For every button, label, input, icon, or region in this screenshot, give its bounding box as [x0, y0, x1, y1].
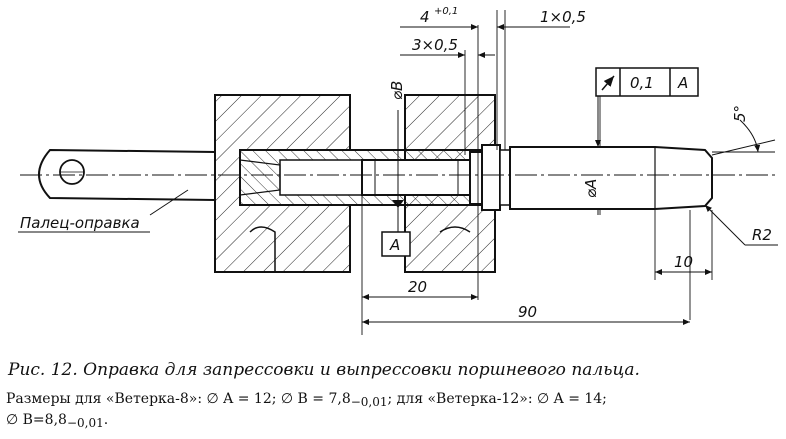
extension-lines: [361, 10, 713, 335]
size-note-end: .: [103, 412, 109, 428]
tolerance-datum: A: [677, 74, 688, 92]
dim-1x05-label: 1×0,5: [540, 8, 586, 26]
size-note-12-b: ∅ B=8,8: [6, 412, 67, 428]
datum-box: [381, 231, 411, 257]
mandrel-drawing: 4 +0,1 1×0,5 3×0,5 ⌀B ⌀A 0,1 A A 5° 20 1…: [18, 6, 778, 335]
size-note-line-1: Размеры для «Ветерка-8»: ∅ A = 12; ∅ B =…: [6, 391, 782, 409]
dim-4-tolerance: +0,1: [434, 6, 458, 17]
size-note-8: Размеры для «Ветерка-8»: ∅ A = 12; ∅ B =…: [6, 391, 351, 407]
size-note-12-tolerance: −0,01: [66, 416, 104, 430]
dim-3x05-label: 3×0,5: [412, 36, 458, 54]
dim-10-label: 10: [674, 253, 693, 271]
dim-90-label: 90: [518, 303, 537, 321]
datum-a-label: A: [389, 236, 400, 254]
angle-label: 5°: [731, 105, 749, 122]
size-note-line-2: ∅ B=8,8−0,01.: [6, 412, 782, 430]
mandrel-body: [469, 144, 713, 211]
figure-caption: Рис. 12. Оправка для запрессовки и выпре…: [8, 360, 640, 380]
tolerance-value: 0,1: [630, 74, 654, 92]
tolerance-frame: [595, 67, 699, 120]
radius-label: R2: [752, 226, 772, 244]
part-label: Палец-оправка: [20, 214, 140, 232]
dim-diam-b-label: ⌀B: [388, 81, 406, 100]
dim-20-label: 20: [408, 278, 427, 296]
size-note-8-tolerance: −0,01: [350, 395, 388, 409]
dimension-lines: [18, 24, 778, 325]
dim-diam-a-label: ⌀A: [582, 179, 600, 198]
dim-4-label: 4: [420, 8, 430, 26]
size-note-12: ; для «Ветерка-12»: ∅ A = 14;: [387, 391, 607, 407]
mandrel-pilot: [361, 159, 471, 196]
